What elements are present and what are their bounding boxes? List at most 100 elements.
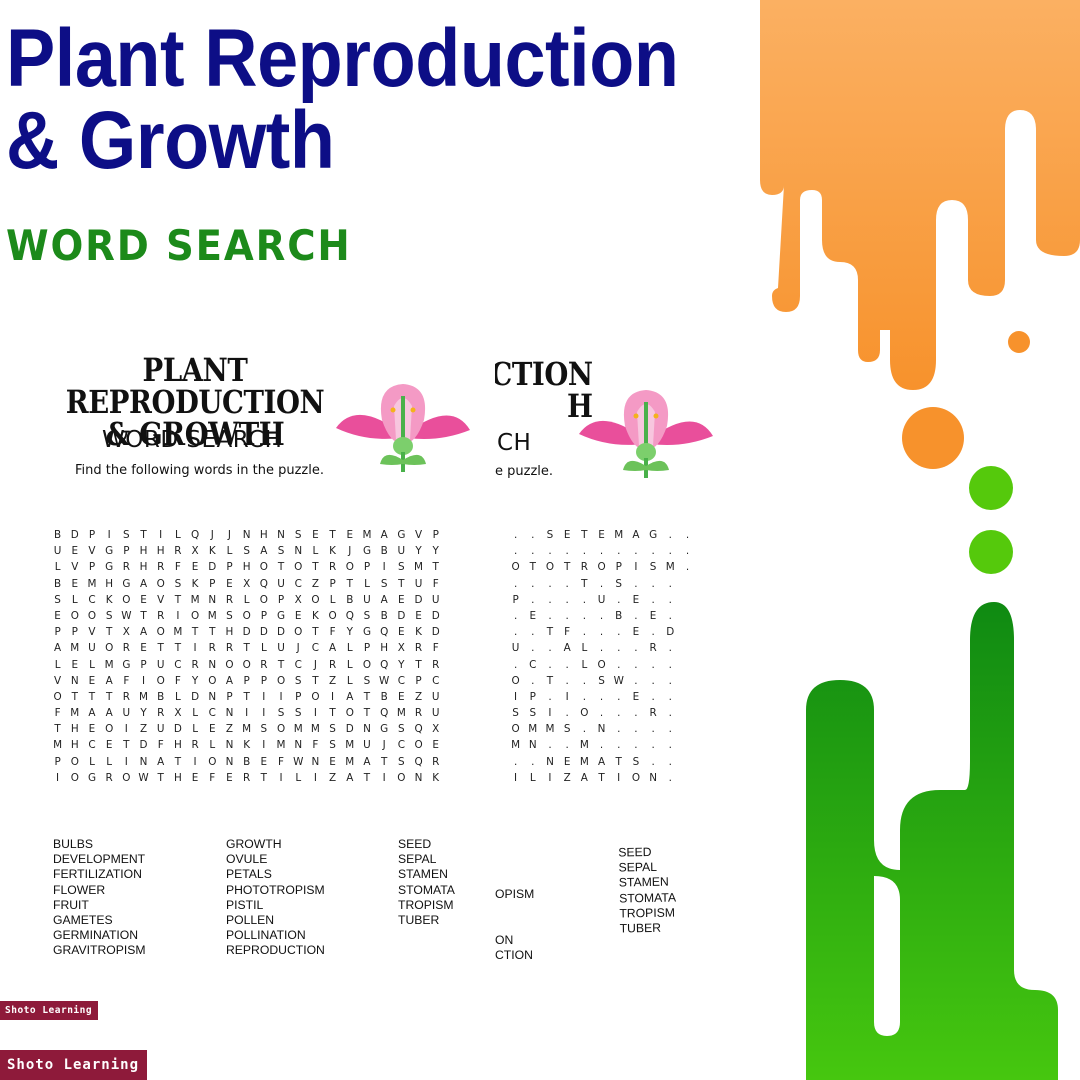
grid-letter: E [140, 642, 147, 655]
answer-grid-cell: . [599, 609, 604, 622]
answer-grid-row: .E....B.E. [507, 608, 696, 624]
answer-grid-cell: M [614, 529, 624, 541]
word-item: PISTIL [226, 897, 264, 912]
grid-letter: I [382, 771, 386, 784]
grid-letter: Z [329, 674, 337, 687]
grid-letter: U [53, 545, 62, 558]
answer-grid-cell: N [546, 755, 554, 768]
grid-letter: H [259, 529, 268, 541]
grid-letter: W [138, 771, 149, 784]
grid-letter: M [104, 658, 114, 671]
answer-grid-cell: . [634, 658, 638, 671]
worksheet-subtitle: WORD SEARCH [102, 427, 283, 453]
grid-letter: V [414, 529, 423, 541]
grid-letter: O [242, 609, 251, 622]
grid-letter: L [54, 561, 61, 574]
grid-letter: Q [380, 626, 389, 639]
grid-letter: O [328, 609, 337, 622]
grid-letter: P [260, 674, 267, 687]
answer-grid-cell: A [632, 529, 640, 541]
grid-letter: K [191, 577, 199, 590]
answer-grid-cell: . [617, 545, 621, 558]
grid-letter: A [380, 529, 388, 541]
answer-grid-cell: U [511, 642, 520, 655]
answer-grid-cell: L [529, 771, 536, 784]
grid-letter: C [208, 707, 216, 720]
grid-letter: X [294, 593, 302, 606]
grid-letter: H [380, 642, 389, 655]
grid-letter: I [262, 739, 266, 752]
grid-letter: Y [432, 545, 439, 558]
answer-grid-cell: C [529, 658, 537, 671]
grid-letter: N [242, 529, 251, 541]
grid-letter: K [105, 593, 113, 606]
grid-letter: T [277, 658, 285, 671]
grid-letter: X [174, 707, 182, 720]
grid-letter: S [363, 674, 371, 687]
grid-letter: H [139, 545, 148, 558]
grid-letter: O [156, 577, 165, 590]
answer-grid-cell: G [649, 529, 658, 541]
word-item: PETALS [226, 867, 272, 882]
grid-letter: U [122, 707, 131, 720]
grid-letter: T [157, 642, 164, 655]
grid-letter: R [432, 755, 440, 768]
answer-grid-cell: . [513, 529, 518, 541]
grid-letter: C [311, 642, 320, 655]
answer-grid-cell: E [632, 690, 640, 703]
grid-letter: I [313, 771, 317, 784]
grid-letter: U [431, 707, 440, 720]
grid-letter: D [431, 609, 440, 622]
grid-letter: H [225, 626, 234, 639]
grid-letter: G [362, 545, 371, 558]
grid-letter: P [71, 626, 78, 639]
grid-letter: T [174, 755, 182, 768]
answer-grid-cell: O [597, 658, 606, 671]
answer-grid-cell: . [565, 545, 569, 558]
grid-letter: J [210, 529, 214, 541]
grid-letter: E [226, 577, 233, 590]
grid-letter: E [191, 771, 199, 784]
grid-letter: O [311, 690, 320, 703]
grid-letter: V [54, 674, 62, 687]
grid-letter: N [208, 690, 217, 703]
answer-grid-cell: . [513, 658, 518, 671]
grid-letter: I [159, 529, 163, 541]
grid-letter: H [70, 723, 79, 736]
grid-letter: E [312, 529, 319, 541]
grid-letter: O [156, 674, 165, 687]
grid-letter: N [277, 529, 285, 541]
answer-grid-cell: N [649, 771, 657, 784]
grid-letter: O [397, 771, 406, 784]
grid-letter: S [398, 723, 405, 736]
grid-letter: U [156, 658, 165, 671]
answer-grid-cell: . [513, 626, 518, 639]
grid-letter: S [277, 707, 285, 720]
grid-letter: P [140, 658, 147, 671]
grid-letter: S [260, 723, 268, 736]
answer-grid-cell: . [651, 593, 655, 606]
grid-letter: T [88, 690, 96, 703]
answer-grid-cell: . [582, 674, 586, 687]
grid-letter: X [432, 723, 440, 736]
answer-grid-cell: S [563, 723, 571, 736]
grid-letter: H [173, 739, 182, 752]
grid-letter: Q [380, 658, 389, 671]
grid-letter: M [345, 755, 355, 768]
answer-grid-cell: . [565, 707, 569, 720]
grid-letter: T [123, 739, 130, 752]
grid-letter: B [380, 690, 388, 703]
grid-letter: H [139, 561, 148, 574]
answer-grid-cell: . [531, 529, 535, 541]
answer-grid-cell: T [563, 561, 571, 574]
grid-letter: M [70, 707, 80, 720]
grid-letter: P [88, 529, 96, 541]
grid-letter: Y [140, 707, 147, 720]
grid-letter: K [311, 609, 319, 622]
answer-grid-cell: . [668, 771, 672, 784]
grid-letter: S [380, 577, 388, 590]
grid-letter: X [191, 545, 199, 558]
